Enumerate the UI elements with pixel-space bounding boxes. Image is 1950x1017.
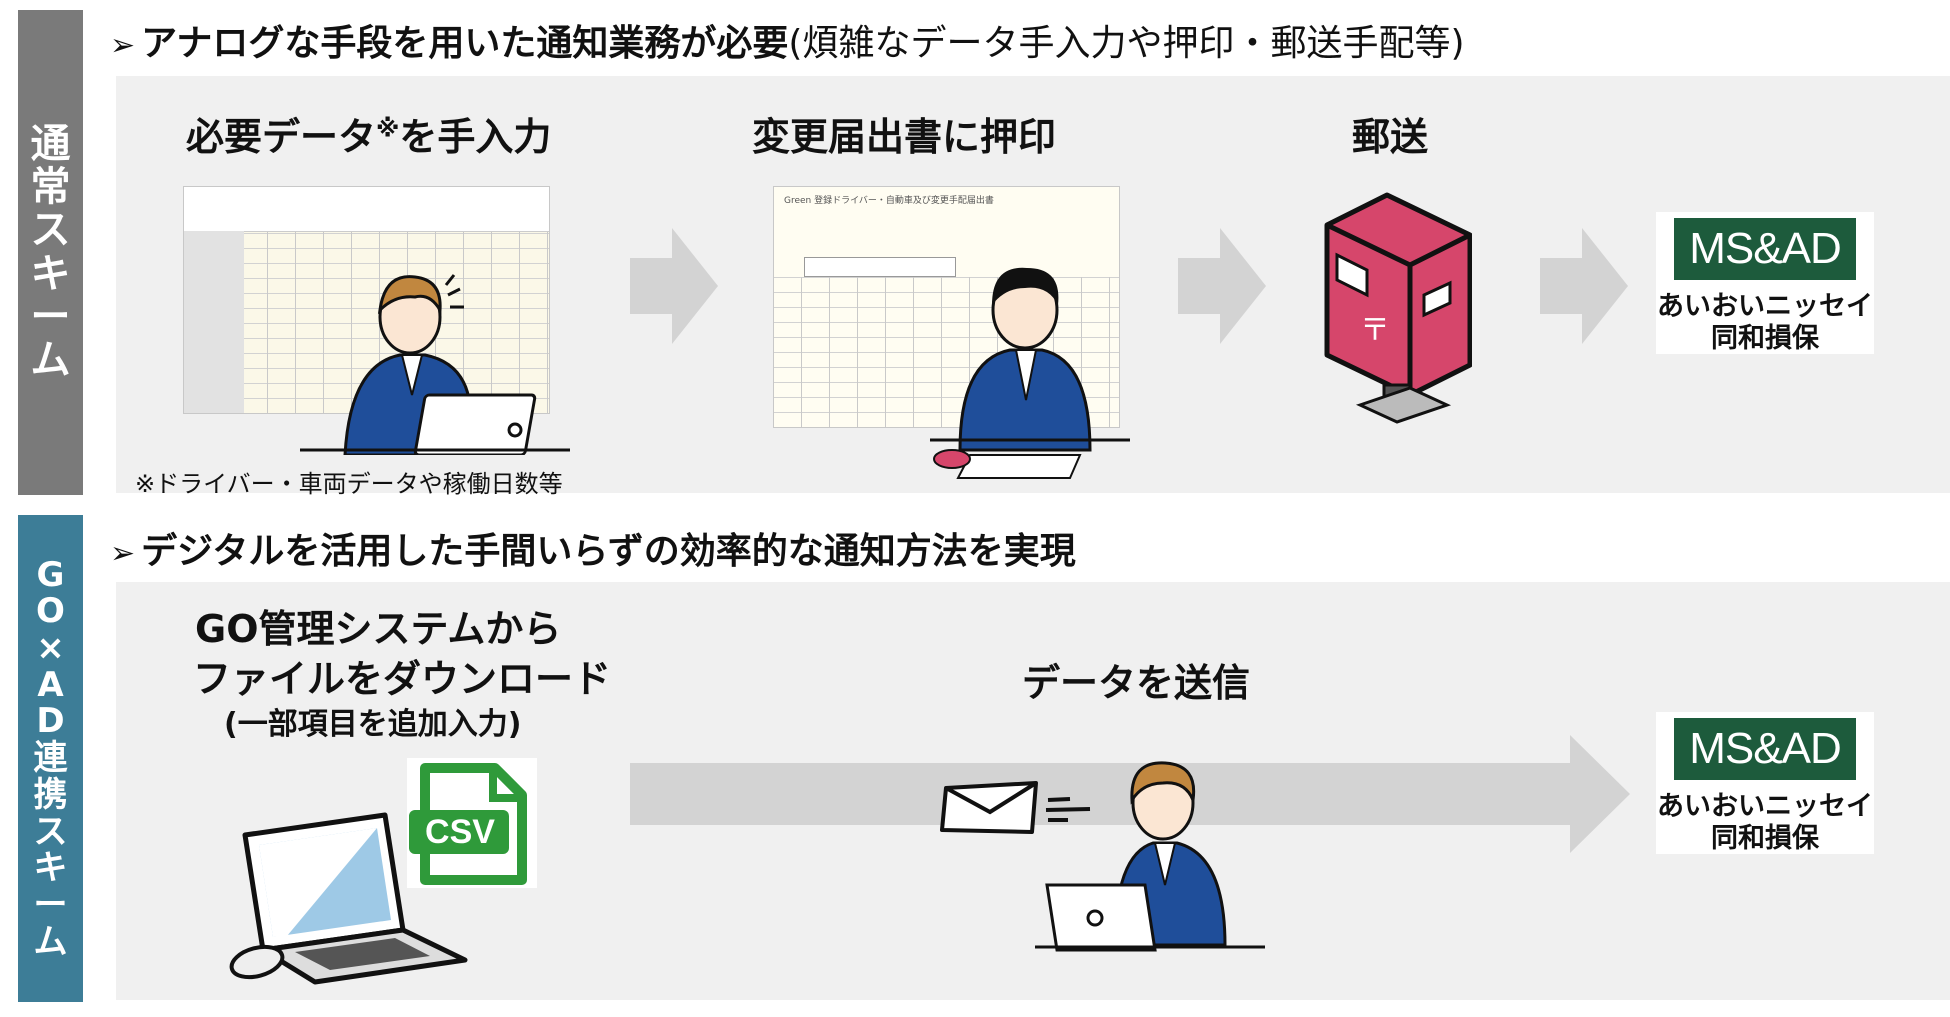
side-char: O — [36, 593, 65, 630]
side-char: ス — [31, 209, 71, 252]
download-line2: ファイルをダウンロード — [193, 648, 611, 703]
bottom-heading-text: デジタルを活用した手間いらずの効率的な通知方法を実現 — [141, 531, 1076, 572]
side-char: 通 — [31, 123, 71, 166]
footnote: ※ドライバー・車両データや稼働日数等 — [135, 464, 563, 499]
seal-stamp-icon — [932, 447, 972, 471]
msad-logo-mark: MS&AD — [1674, 218, 1856, 280]
top-heading-bold: アナログな手段を用いた通知業務が必要 — [141, 23, 788, 64]
step-manual-input-label: 必要データ※を手入力 — [186, 106, 551, 161]
side-char: G — [37, 557, 65, 594]
side-char: キ — [34, 850, 68, 887]
flow-arrow-icon — [630, 228, 718, 344]
side-char: × — [36, 630, 65, 667]
flow-arrow-icon — [1540, 228, 1628, 344]
side-char: ー — [34, 887, 68, 924]
side-char: 常 — [31, 166, 71, 209]
bullet-arrow-icon: ➢ — [110, 536, 135, 571]
typing-worker-illustration — [1035, 745, 1265, 960]
msad-name-line2: 同和損保 — [1656, 316, 1874, 355]
msad-name-line2: 同和損保 — [1656, 816, 1874, 855]
flow-arrow-icon — [1178, 228, 1266, 344]
download-line1: GO管理システムから — [195, 598, 561, 653]
bullet-arrow-icon: ➢ — [110, 28, 135, 63]
side-char: ム — [31, 339, 71, 382]
side-char: A — [37, 667, 63, 704]
side-char: 連 — [34, 740, 68, 777]
top-heading: ➢アナログな手段を用いた通知業務が必要(煩雑なデータ手入力や押印・郵送手配等) — [110, 14, 1465, 66]
msad-logo: MS&AD あいおいニッセイ 同和損保 — [1656, 212, 1874, 354]
msad-logo: MS&AD あいおいニッセイ 同和損保 — [1656, 712, 1874, 854]
download-line3: (一部項目を追加入力) — [224, 699, 521, 743]
go-ad-scheme-band: G O × A D 連 携 ス キ ー ム — [18, 515, 83, 1002]
bottom-heading: ➢デジタルを活用した手間いらずの効率的な通知方法を実現 — [110, 522, 1076, 574]
stamping-worker-illustration — [930, 250, 1130, 480]
step-stamp-label: 変更届出書に押印 — [752, 106, 1056, 161]
svg-text:〒: 〒 — [1360, 313, 1390, 348]
step-mail-label: 郵送 — [1352, 106, 1428, 161]
side-char: ー — [31, 296, 71, 339]
side-char: ム — [34, 924, 68, 961]
laptop-icon — [225, 810, 475, 985]
top-heading-normal: (煩雑なデータ手入力や押印・郵送手配等) — [788, 23, 1464, 64]
stressed-worker-illustration — [290, 255, 580, 455]
msad-logo-mark: MS&AD — [1674, 718, 1856, 780]
send-data-label: データを送信 — [1022, 652, 1250, 707]
side-char: ス — [34, 814, 68, 851]
note-mark: ※ — [376, 114, 399, 142]
side-char: 携 — [34, 777, 68, 814]
normal-scheme-band: 通 常 ス キ ー ム — [18, 10, 83, 495]
postbox-icon: 〒 — [1322, 190, 1472, 425]
side-char: D — [36, 703, 64, 740]
side-char: キ — [31, 253, 71, 296]
form-title: Green 登録ドライバー・自動車及び変更手配届出書 — [784, 193, 994, 206]
